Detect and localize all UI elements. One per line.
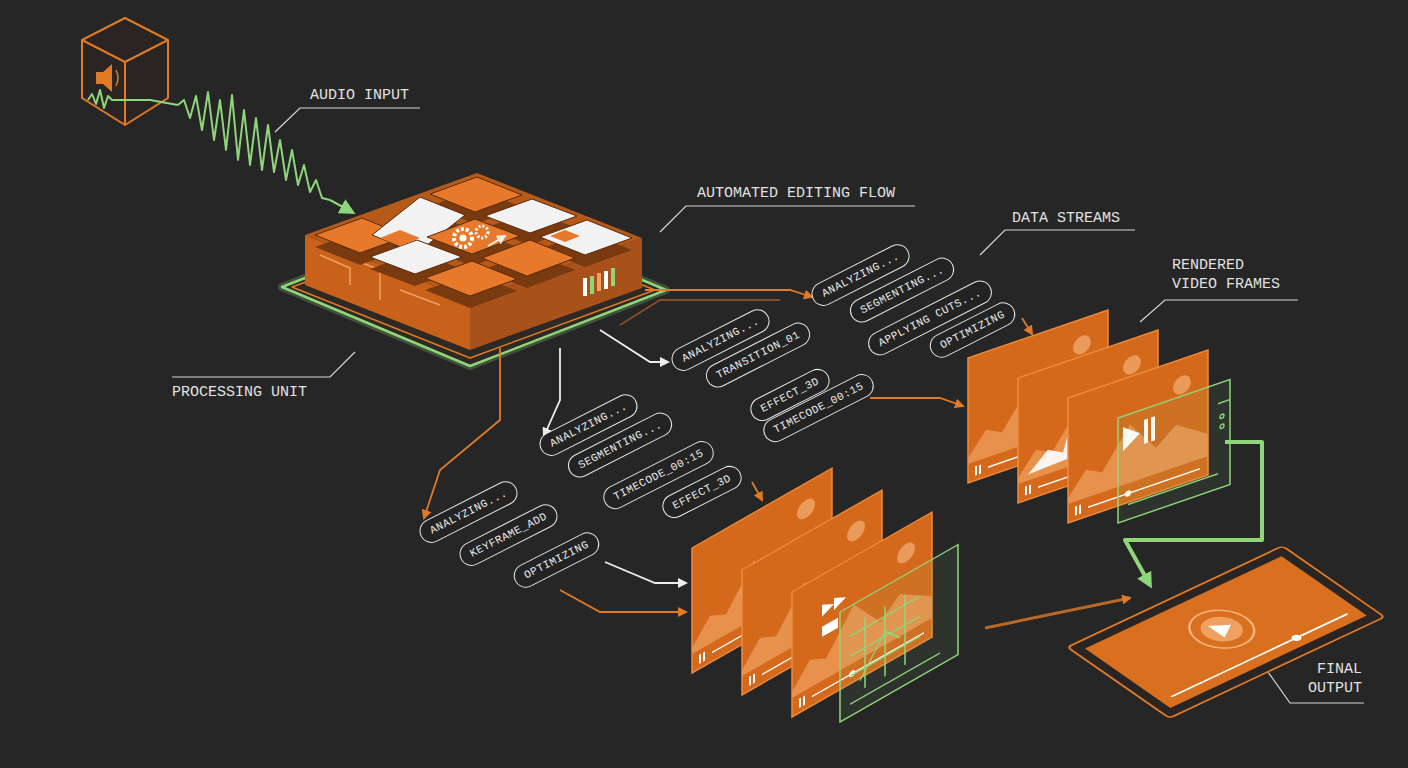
- processing-unit: [305, 173, 642, 300]
- data-flow-line: [752, 482, 762, 500]
- video-frame: [822, 618, 838, 637]
- processing-unit: [488, 236, 505, 246]
- final-output-screen: [1289, 634, 1303, 642]
- video-frame: [850, 586, 920, 696]
- audio-cube: [82, 40, 168, 62]
- callout-label: PROCESSING UNIT: [172, 383, 307, 402]
- processing-unit: [476, 226, 488, 238]
- processing-unit: [460, 235, 467, 242]
- processing-unit: [315, 177, 632, 296]
- final-output-screen: [1085, 556, 1367, 708]
- data-flow-line: [600, 330, 668, 362]
- data-flow-line: [645, 290, 812, 297]
- video-frame: [850, 653, 940, 704]
- audio-cube: [82, 18, 168, 125]
- data-flow-line: [544, 348, 560, 436]
- output-route: [985, 598, 1130, 628]
- leader-line: [172, 352, 355, 377]
- audio-cube: [116, 70, 118, 86]
- processing-unit: [597, 273, 601, 291]
- video-frame: [822, 598, 834, 617]
- video-frame: [1220, 414, 1224, 419]
- processing-unit: [590, 276, 594, 294]
- callout-label: AUDIO INPUT: [310, 86, 409, 105]
- processing-unit: [611, 268, 615, 286]
- video-frame: [1128, 474, 1218, 505]
- video-frame: [840, 545, 958, 722]
- final-output-screen: [1067, 546, 1384, 718]
- audio-waveform: [88, 90, 178, 108]
- video-frame: [692, 468, 958, 722]
- audio-cube: [82, 18, 168, 125]
- audio-cube: [96, 64, 112, 92]
- video-frame: [968, 310, 1230, 523]
- processing-unit: [485, 199, 577, 233]
- leader-line: [660, 206, 915, 232]
- leader-line: [275, 108, 420, 132]
- leader-line: [1140, 300, 1298, 322]
- audio-waveform: [330, 200, 352, 212]
- output-route: [1125, 442, 1262, 585]
- video-frame: [1220, 424, 1224, 429]
- data-flow-line: [560, 590, 686, 612]
- callout-label: AUTOMATED EDITING FLOW: [697, 184, 895, 203]
- audio-cube: [124, 62, 126, 125]
- processing-unit: [430, 177, 522, 212]
- processing-unit: [282, 211, 666, 366]
- video-frame: [860, 623, 900, 681]
- leader-line: [980, 230, 1135, 255]
- processing-unit: [292, 219, 655, 358]
- final-output-screen: [1067, 546, 1384, 718]
- video-frame: [1118, 380, 1230, 523]
- video-frame: [834, 591, 846, 610]
- processing-unit: [282, 173, 666, 366]
- processing-unit: [454, 229, 472, 247]
- processing-unit: [550, 230, 580, 242]
- final-output-screen: [1208, 619, 1240, 638]
- data-flow-line: [1022, 318, 1032, 334]
- callout-label: DATA STREAMS: [1012, 209, 1120, 228]
- data-flow-line: [605, 562, 686, 583]
- video-frame: [840, 545, 958, 722]
- processing-unit: [604, 271, 608, 289]
- callout-label: RENDERED VIDEO FRAMES: [1172, 256, 1287, 294]
- callout-label: FINAL OUTPUT: [1302, 660, 1362, 698]
- processing-unit: [282, 211, 666, 366]
- video-frame: [1118, 380, 1230, 523]
- stream-tag-text: EFFECT_3D: [671, 472, 733, 512]
- final-output-screen: [1176, 603, 1268, 656]
- stream-tag-text: OPTIMIZING: [522, 539, 591, 582]
- processing-unit: [380, 230, 420, 246]
- processing-unit: [583, 278, 587, 296]
- processing-unit: [540, 220, 632, 255]
- data-flow-line: [870, 398, 963, 406]
- video-frame: [1218, 400, 1230, 404]
- final-output-screen: [1192, 612, 1252, 647]
